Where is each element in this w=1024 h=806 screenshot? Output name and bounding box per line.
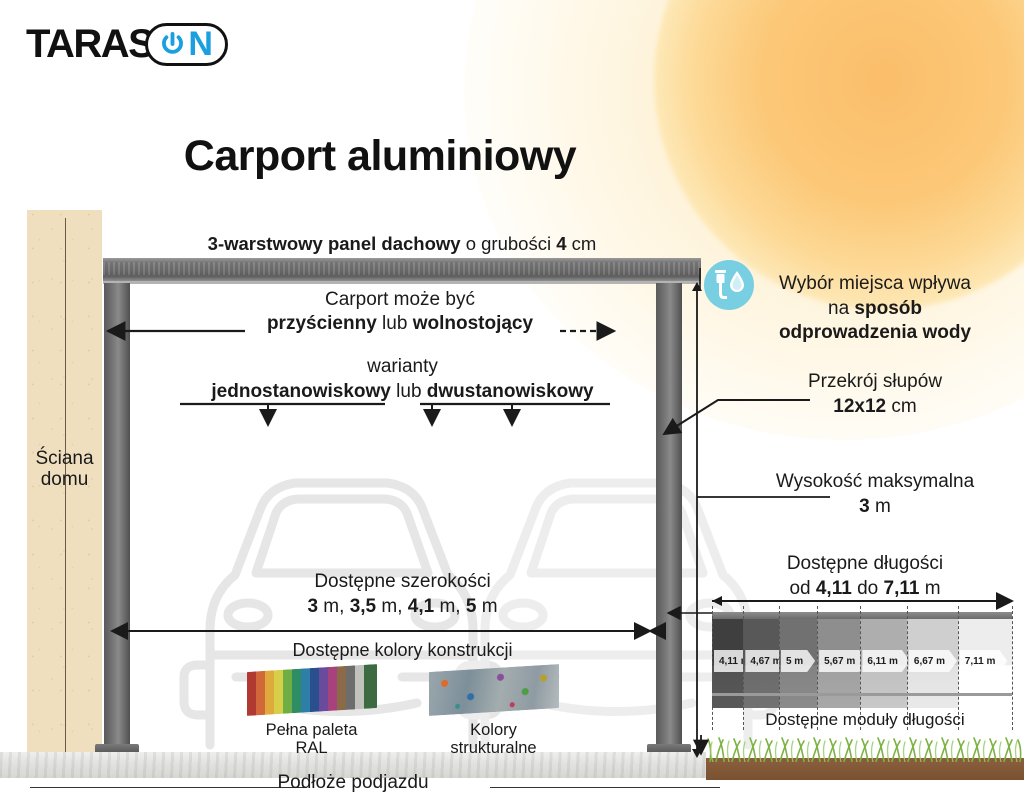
length-module-roof [712,612,744,619]
variant-double-indicator [420,402,610,427]
length-module-divider [906,606,908,730]
colors-title: Dostępne kolory konstrukcji [292,640,513,660]
placement-note: Carport może być przyścienny lub wolnost… [150,288,650,336]
length-module-bar: 7,11 m [957,606,1012,730]
length-module-roof [906,612,958,619]
length-module-floor [712,693,1012,696]
brand-logo[interactable]: TARAS N [26,22,228,67]
house-wall [27,210,102,765]
roof-underside [103,281,701,284]
grass-strip [707,737,1022,762]
roof-panel-note-plain1: o grubości [460,233,557,254]
length-module-bar: 5,67 m [817,606,861,730]
soil-layer [706,758,1024,780]
length-module-roof [778,612,818,619]
length-note-bold2: 7,11 [883,577,920,599]
structural-colors-swatch-icon [428,664,559,716]
cross-note-bold: 12x12 [833,395,887,417]
cross-note-line1: Przekrój słupów [807,371,943,392]
water-note-line3: odprowadzenia wody [778,322,972,344]
water-drainage-icon [704,260,754,310]
ground-label-line-right [490,787,720,788]
placement-note-mid: lub [376,312,413,334]
length-note-bold1: 4,11 [815,577,852,599]
house-wall-label: Ściana domu [35,448,94,491]
variants-note: warianty jednostanowiskowy lub dwustanow… [130,355,675,404]
length-note-line1: Dostępne długości [786,553,944,574]
length-module-roof [957,612,1012,619]
height-note-bold: 3 [859,495,870,517]
length-module-bar: 6,67 m [906,606,958,730]
length-module-divider [957,606,959,730]
brand-name-taras: TARAS [26,22,155,66]
variants-note-mid: lub [390,380,427,402]
length-module-divider [778,606,780,730]
placement-note-line1: Carport może być [325,289,475,310]
variants-note-bold2: dwustanowiskowy [426,380,594,402]
length-module-divider [743,606,745,730]
length-module-divider [1012,606,1013,730]
length-note-prefix: od [789,577,816,599]
max-height-note: Wysokość maksymalna 3 m [740,470,1010,519]
color-swatch-group: Pełna paleta RAL Kolory strukturalne [120,664,685,758]
length-note-suffix: m [919,577,941,599]
brand-on-pill: N [145,23,228,66]
height-note-plain: m [869,495,891,517]
height-dimension-arrow [692,282,702,758]
length-module-roof [743,612,779,619]
length-module-divider [817,606,819,730]
column-cross-section-note: Przekrój słupów 12x12 cm [740,370,1010,419]
widths-note-values: 3 m, 3,5 m, 4,1 m, 5 m [307,595,498,617]
length-module-divider [860,606,862,730]
roof-panel-note: 3-warstwowy panel dachowy o grubości 4 c… [103,233,701,255]
water-note-line2-plain: na [828,297,855,319]
placement-note-bold1: przyścienny [266,312,377,334]
ral-palette-caption: Pełna paleta RAL [265,721,358,758]
length-module-label: 5 m [781,650,815,672]
available-lengths-note: Dostępne długości od 4,11 do 7,11 m [710,552,1020,601]
driveway-surface [0,752,706,778]
cross-note-plain: cm [886,395,917,417]
power-icon [162,31,184,54]
widths-note-line1: Dostępne szerokości [314,571,491,592]
water-drainage-note: Wybór miejsca wpływa na sposób odprowadz… [750,272,1000,346]
ground-label: Podłoże podjazdu [277,772,429,793]
length-module-label: 6,67 m [909,650,957,672]
ral-palette-swatch-icon [246,664,377,716]
column-right [656,283,682,748]
variants-note-line1: warianty [367,356,438,377]
structural-colors-caption: Kolory strukturalne [450,721,537,758]
roof-panel-note-bold2: 4 [556,233,567,254]
length-module-label: 5,67 m [819,650,867,672]
wall-seam [64,218,66,757]
length-modules-caption: Dostępne moduły długości [765,710,965,729]
brand-name-on: N [188,25,213,63]
height-note-line1: Wysokość maksymalna [775,471,975,492]
variant-single-indicator [180,402,385,427]
length-module-roof [860,612,907,619]
ground-label-line-left [30,787,305,788]
length-module-label: 6,11 m [862,650,910,672]
page-title: Carport aluminiowy [183,132,577,180]
roof-panel-note-bold1: 3-warstwowy panel dachowy [207,233,461,254]
length-module-bar: 6,11 m [860,606,910,730]
length-module-divider [712,606,713,730]
color-swatch-ral[interactable]: Pełna paleta RAL [246,664,377,758]
column-left [104,283,130,748]
roof-panel [103,258,701,281]
roof-panel-note-plain2: cm [566,233,597,254]
length-module-bar: 5 m [778,606,818,730]
color-swatch-structural[interactable]: Kolory strukturalne [428,664,559,758]
length-note-mid: do [851,577,884,599]
water-note-line1: Wybór miejsca wpływa [779,273,971,294]
widths-note: Dostępne szerokości 3 m, 3,5 m, 4,1 m, 5… [120,570,685,619]
water-note-line2-bold: sposób [854,297,922,319]
length-module-label: 7,11 m [960,650,1008,672]
placement-note-bold2: wolnostojący [412,312,534,334]
length-module-roof [817,612,861,619]
variants-note-bold1: jednostanowiskowy [211,380,391,402]
